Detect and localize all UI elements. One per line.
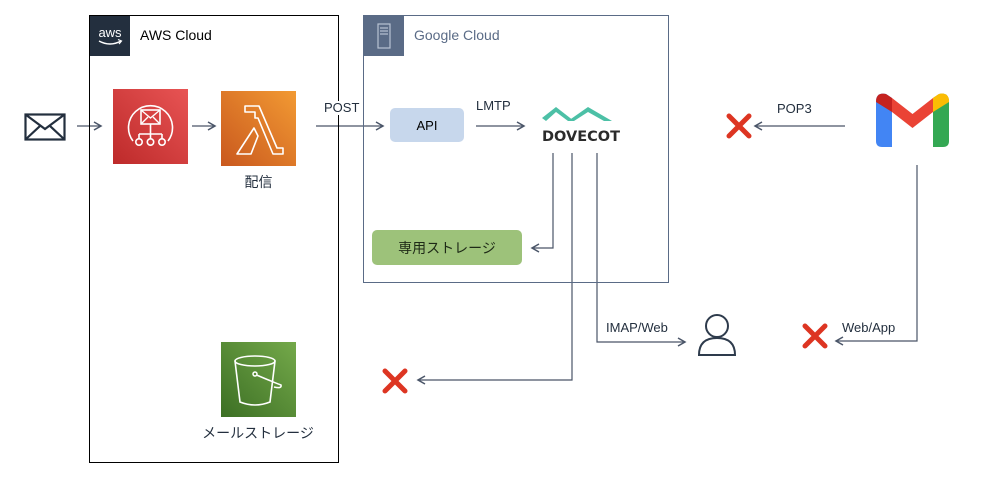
google-cloud-label: Google Cloud — [414, 27, 500, 43]
edge-label-post: POST — [324, 100, 360, 115]
envelope-icon — [24, 113, 66, 146]
dovecot-wordmark: DOVECOT — [542, 129, 620, 144]
gmail-icon[interactable] — [876, 92, 949, 152]
api-box[interactable]: API — [390, 108, 464, 142]
ses-service[interactable] — [113, 89, 188, 169]
edge-label-lmtp: LMTP — [476, 98, 511, 113]
s3-label: メールストレージ — [202, 425, 314, 441]
edge-label-imap-web: IMAP/Web — [606, 320, 668, 335]
lambda-service[interactable] — [221, 91, 296, 171]
dedicated-storage-label: 専用ストレージ — [398, 239, 496, 256]
aws-logo-icon: aws — [90, 16, 130, 56]
ses-email-fanout-icon — [113, 89, 188, 164]
edge-label-pop3: POP3 — [777, 101, 812, 116]
dedicated-storage-box[interactable]: 専用ストレージ — [372, 230, 522, 265]
blocked-x-icon — [726, 113, 752, 139]
edge-gmail-webapp — [834, 165, 918, 346]
aws-cloud-group: aws AWS Cloud — [89, 15, 339, 463]
lambda-icon — [221, 91, 296, 166]
lambda-label: 配信 — [244, 174, 273, 190]
api-label: API — [416, 117, 438, 133]
blocked-x-icon — [382, 368, 408, 394]
s3-service[interactable] — [221, 342, 296, 422]
s3-bucket-icon — [221, 342, 296, 417]
edge-dovecot-to-storage — [530, 153, 554, 253]
blocked-x-icon — [802, 323, 828, 349]
edge-dovecot-to-user — [596, 153, 687, 347]
edge-dovecot-to-blocked — [416, 153, 573, 385]
aws-cloud-label: AWS Cloud — [140, 27, 212, 43]
svg-text:aws: aws — [98, 25, 122, 40]
edge-label-web-app: Web/App — [842, 320, 896, 335]
server-icon — [364, 16, 404, 56]
user-icon[interactable] — [697, 313, 737, 362]
google-cloud-group: Google Cloud — [363, 15, 669, 283]
dovecot-logo-icon[interactable]: DOVECOT — [532, 104, 630, 149]
